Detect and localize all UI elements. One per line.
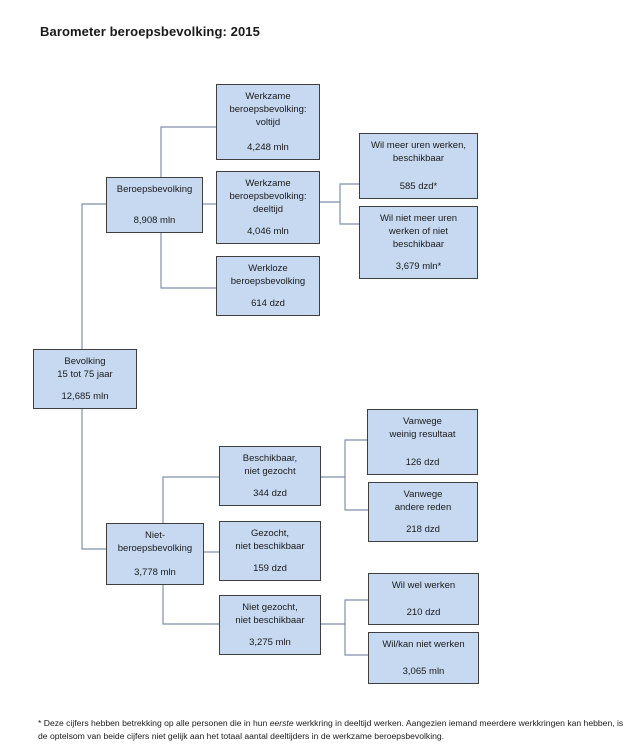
footnote: * Deze cijfers hebben betrekking op alle… bbox=[38, 717, 628, 743]
node-niet-gezocht-niet-beschikbaar: Niet gezocht, niet beschikbaar 3,275 mln bbox=[219, 595, 321, 655]
connector-bevolking-niet-beroepsbevolking bbox=[81, 409, 106, 550]
node-value: 218 dzd bbox=[406, 524, 440, 535]
node-werkzaam-deeltijd: Werkzame beroepsbevolking: deeltijd 4,04… bbox=[216, 171, 320, 244]
node-label: Beroepsbevolking bbox=[116, 184, 193, 195]
connector-deeltijd-wil-niet-meer bbox=[339, 202, 361, 225]
node-value: 4,046 mln bbox=[247, 226, 289, 237]
node-label: Vanwege andere reden bbox=[394, 489, 452, 513]
footnote-text: * Deze cijfers hebben betrekking op alle… bbox=[38, 718, 270, 728]
node-label: Niet- beroepsbevolking bbox=[117, 530, 193, 554]
node-wil-wel-werken: Wil wel werken 210 dzd bbox=[368, 573, 479, 625]
node-beschikbaar-niet-gezocht: Beschikbaar, niet gezocht 344 dzd bbox=[219, 446, 321, 506]
node-value: 344 dzd bbox=[253, 488, 287, 499]
node-value: 4,248 mln bbox=[247, 142, 289, 153]
node-label: Beschikbaar, niet gezocht bbox=[242, 453, 298, 477]
connector-beroepsbevolking-voltijd bbox=[160, 126, 217, 177]
connector-niet-gezocht-wil-wel bbox=[321, 599, 369, 625]
node-value: 3,778 mln bbox=[134, 567, 176, 578]
footnote-text-continued: werkkring in deeltijd werken. Aangezien … bbox=[38, 718, 624, 741]
connector-bevolking-beroepsbevolking bbox=[81, 203, 106, 349]
connector-beschikbaar-andere bbox=[344, 477, 368, 511]
connector-niet-beroeps-niet-gezocht bbox=[162, 585, 219, 625]
node-label: Werkzame beroepsbevolking: deeltijd bbox=[229, 178, 307, 215]
node-label: Vanwege weinig resultaat bbox=[389, 416, 456, 440]
node-wil-niet-meer-uren: Wil niet meer uren werken of niet beschi… bbox=[359, 206, 478, 279]
node-wil-kan-niet-werken: Wil/kan niet werken 3,065 mln bbox=[368, 632, 479, 684]
node-beroepsbevolking: Beroepsbevolking 8,908 mln bbox=[106, 177, 203, 233]
node-wil-meer-uren: Wil meer uren werken, beschikbaar 585 dz… bbox=[359, 133, 478, 199]
node-label: Werkloze beroepsbevolking bbox=[230, 263, 306, 287]
node-werkloos: Werkloze beroepsbevolking 614 dzd bbox=[216, 256, 320, 316]
connector-niet-beroeps-beschikbaar bbox=[162, 476, 219, 523]
node-label: Wil niet meer uren werken of niet beschi… bbox=[379, 213, 458, 250]
node-andere-reden: Vanwege andere reden 218 dzd bbox=[368, 482, 478, 542]
node-value: 210 dzd bbox=[406, 607, 441, 618]
node-label: Gezocht, niet beschikbaar bbox=[235, 528, 305, 552]
connector-beschikbaar-weinig bbox=[321, 439, 368, 478]
connector-deeltijd-wil-meer bbox=[320, 183, 361, 203]
node-label: Bevolking 15 tot 75 jaar bbox=[57, 356, 113, 380]
node-gezocht-niet-beschikbaar: Gezocht, niet beschikbaar 159 dzd bbox=[219, 521, 321, 581]
page-title: Barometer beroepsbevolking: 2015 bbox=[40, 24, 260, 39]
node-label: Niet gezocht, niet beschikbaar bbox=[235, 602, 305, 626]
node-label: Wil wel werken bbox=[391, 580, 456, 591]
node-weinig-resultaat: Vanwege weinig resultaat 126 dzd bbox=[367, 409, 478, 475]
connector-beroepsbevolking-werkloos bbox=[160, 232, 217, 289]
node-label: Wil meer uren werken, beschikbaar bbox=[370, 140, 467, 164]
node-value: 614 dzd bbox=[251, 298, 285, 309]
node-niet-beroepsbevolking: Niet- beroepsbevolking 3,778 mln bbox=[106, 523, 204, 585]
connector-niet-gezocht-wil-kan-niet bbox=[344, 624, 369, 656]
footnote-emphasis: eerste bbox=[269, 718, 294, 728]
node-label: Werkzame beroepsbevolking: voltijd bbox=[229, 91, 307, 128]
node-value: 126 dzd bbox=[405, 457, 440, 468]
node-value: 3,275 mln bbox=[249, 637, 291, 648]
node-value: 3,065 mln bbox=[402, 666, 445, 677]
node-value: 3,679 mln* bbox=[395, 261, 442, 272]
node-value: 585 dzd* bbox=[399, 181, 438, 192]
node-value: 12,685 mln bbox=[61, 391, 109, 402]
node-werkzaam-voltijd: Werkzame beroepsbevolking: voltijd 4,248… bbox=[216, 84, 320, 160]
node-label: Wil/kan niet werken bbox=[382, 639, 465, 650]
node-value: 159 dzd bbox=[253, 563, 287, 574]
node-bevolking: Bevolking 15 tot 75 jaar 12,685 mln bbox=[33, 349, 137, 409]
node-value: 8,908 mln bbox=[133, 215, 176, 226]
